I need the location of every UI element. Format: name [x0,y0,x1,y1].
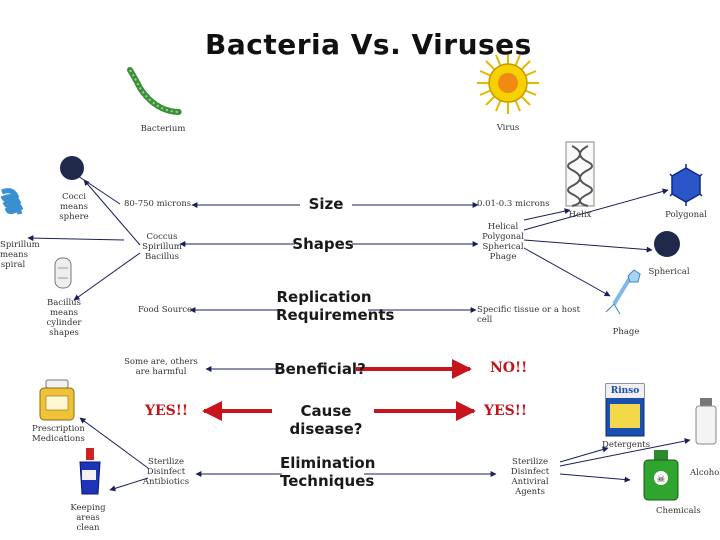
bacterium-illustration [127,67,183,115]
spirillum-icon [0,188,24,215]
detergents-label: Detergents [602,440,651,450]
prescription-label: Prescription Medications [32,424,85,444]
category-size: Size [308,195,344,213]
detergent-brand-label: Rinso [610,386,640,396]
chemicals-label: Chemicals [656,506,701,516]
category-replication: Replication Requirements [276,288,395,324]
spherical-icon [654,231,680,257]
detergent-icon [605,383,645,437]
polygonal-icon [669,164,703,206]
bacterium-header: Bacterium [140,124,186,134]
category-beneficial: Beneficial? [274,360,366,378]
chemicals-icon: ☠ [643,450,679,501]
keeping-clean-label: Keeping areas clean [70,503,106,533]
page-title: Bacteria Vs. Viruses [205,28,532,61]
spherical-label: Spherical [648,267,690,277]
category-disease: Cause disease? [289,402,363,438]
virus-connectors [523,188,691,483]
bacteria-shapes: Coccus Spirillum Bacillus [142,232,182,262]
cocci-label: Cocci means sphere [59,192,89,222]
bacteria-beneficial: Some are, others are harmful [124,357,198,377]
cleaning-spray-icon [79,448,101,495]
bacteria-elimination: Sterilize Disinfect Antibiotics [142,457,190,487]
virus-disease: YES!! [484,403,528,419]
virus-size: 0.01-0.3 microns [477,199,550,209]
virus-header: Virus [496,123,520,133]
category-shapes: Shapes [292,235,354,253]
helix-icon [565,141,595,207]
polygonal-label: Polygonal [665,210,707,220]
virus-elimination: Sterilize Disinfect Antiviral Agents [510,457,550,497]
bacteria-size: 80-750 microns [124,199,192,209]
category-elimination: Elimination Techniques [280,454,376,490]
bacteria-replication: Food Source [138,305,193,315]
spirillum-label: Spirillum means spiral [0,240,40,270]
cocci-icon [60,156,84,180]
virus-shapes: Helical Polygonal Spherical Phage [482,222,524,262]
virus-illustration [477,52,539,114]
phage-icon [605,269,641,315]
virus-beneficial: NO!! [490,360,528,376]
row-arrows [179,202,497,477]
prescription-icon [39,379,75,421]
alcohol-icon [695,398,717,445]
bacillus-label: Bacillus means cylinder shapes [46,298,82,338]
bacteria-disease: YES!! [145,403,189,419]
phage-label: Phage [612,327,640,337]
bacillus-icon [54,257,72,289]
alcohol-label: Alcohol [690,468,720,478]
helix-label: Helix [568,210,592,220]
svg-text:☠: ☠ [657,474,666,485]
red-arrows [202,359,476,421]
bacteria-connectors [27,175,149,492]
virus-replication: Specific tissue or a host cell [477,305,580,325]
